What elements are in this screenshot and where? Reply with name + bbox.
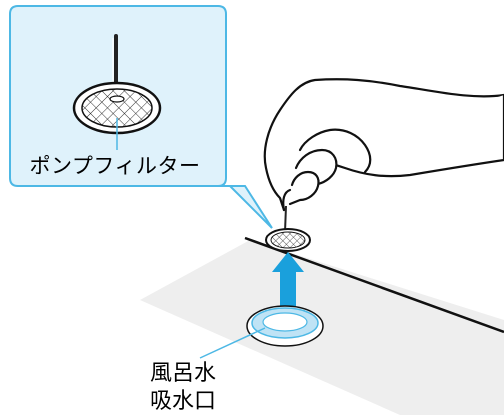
inlet-label-line1: 風呂水 [150,361,217,386]
pump-filter-label: ポンプフィルター [29,154,201,178]
pump-filter-held [265,205,311,252]
bath-water-inlet [199,305,324,359]
hand-illustration [263,78,504,212]
inlet-label: 風呂水 吸水口 [150,360,230,416]
inlet-label-line2: 吸水口 [150,389,217,414]
up-arrow-icon [272,252,304,312]
pump-filter-closeup [72,34,162,150]
inlet-leader-line [199,327,266,359]
